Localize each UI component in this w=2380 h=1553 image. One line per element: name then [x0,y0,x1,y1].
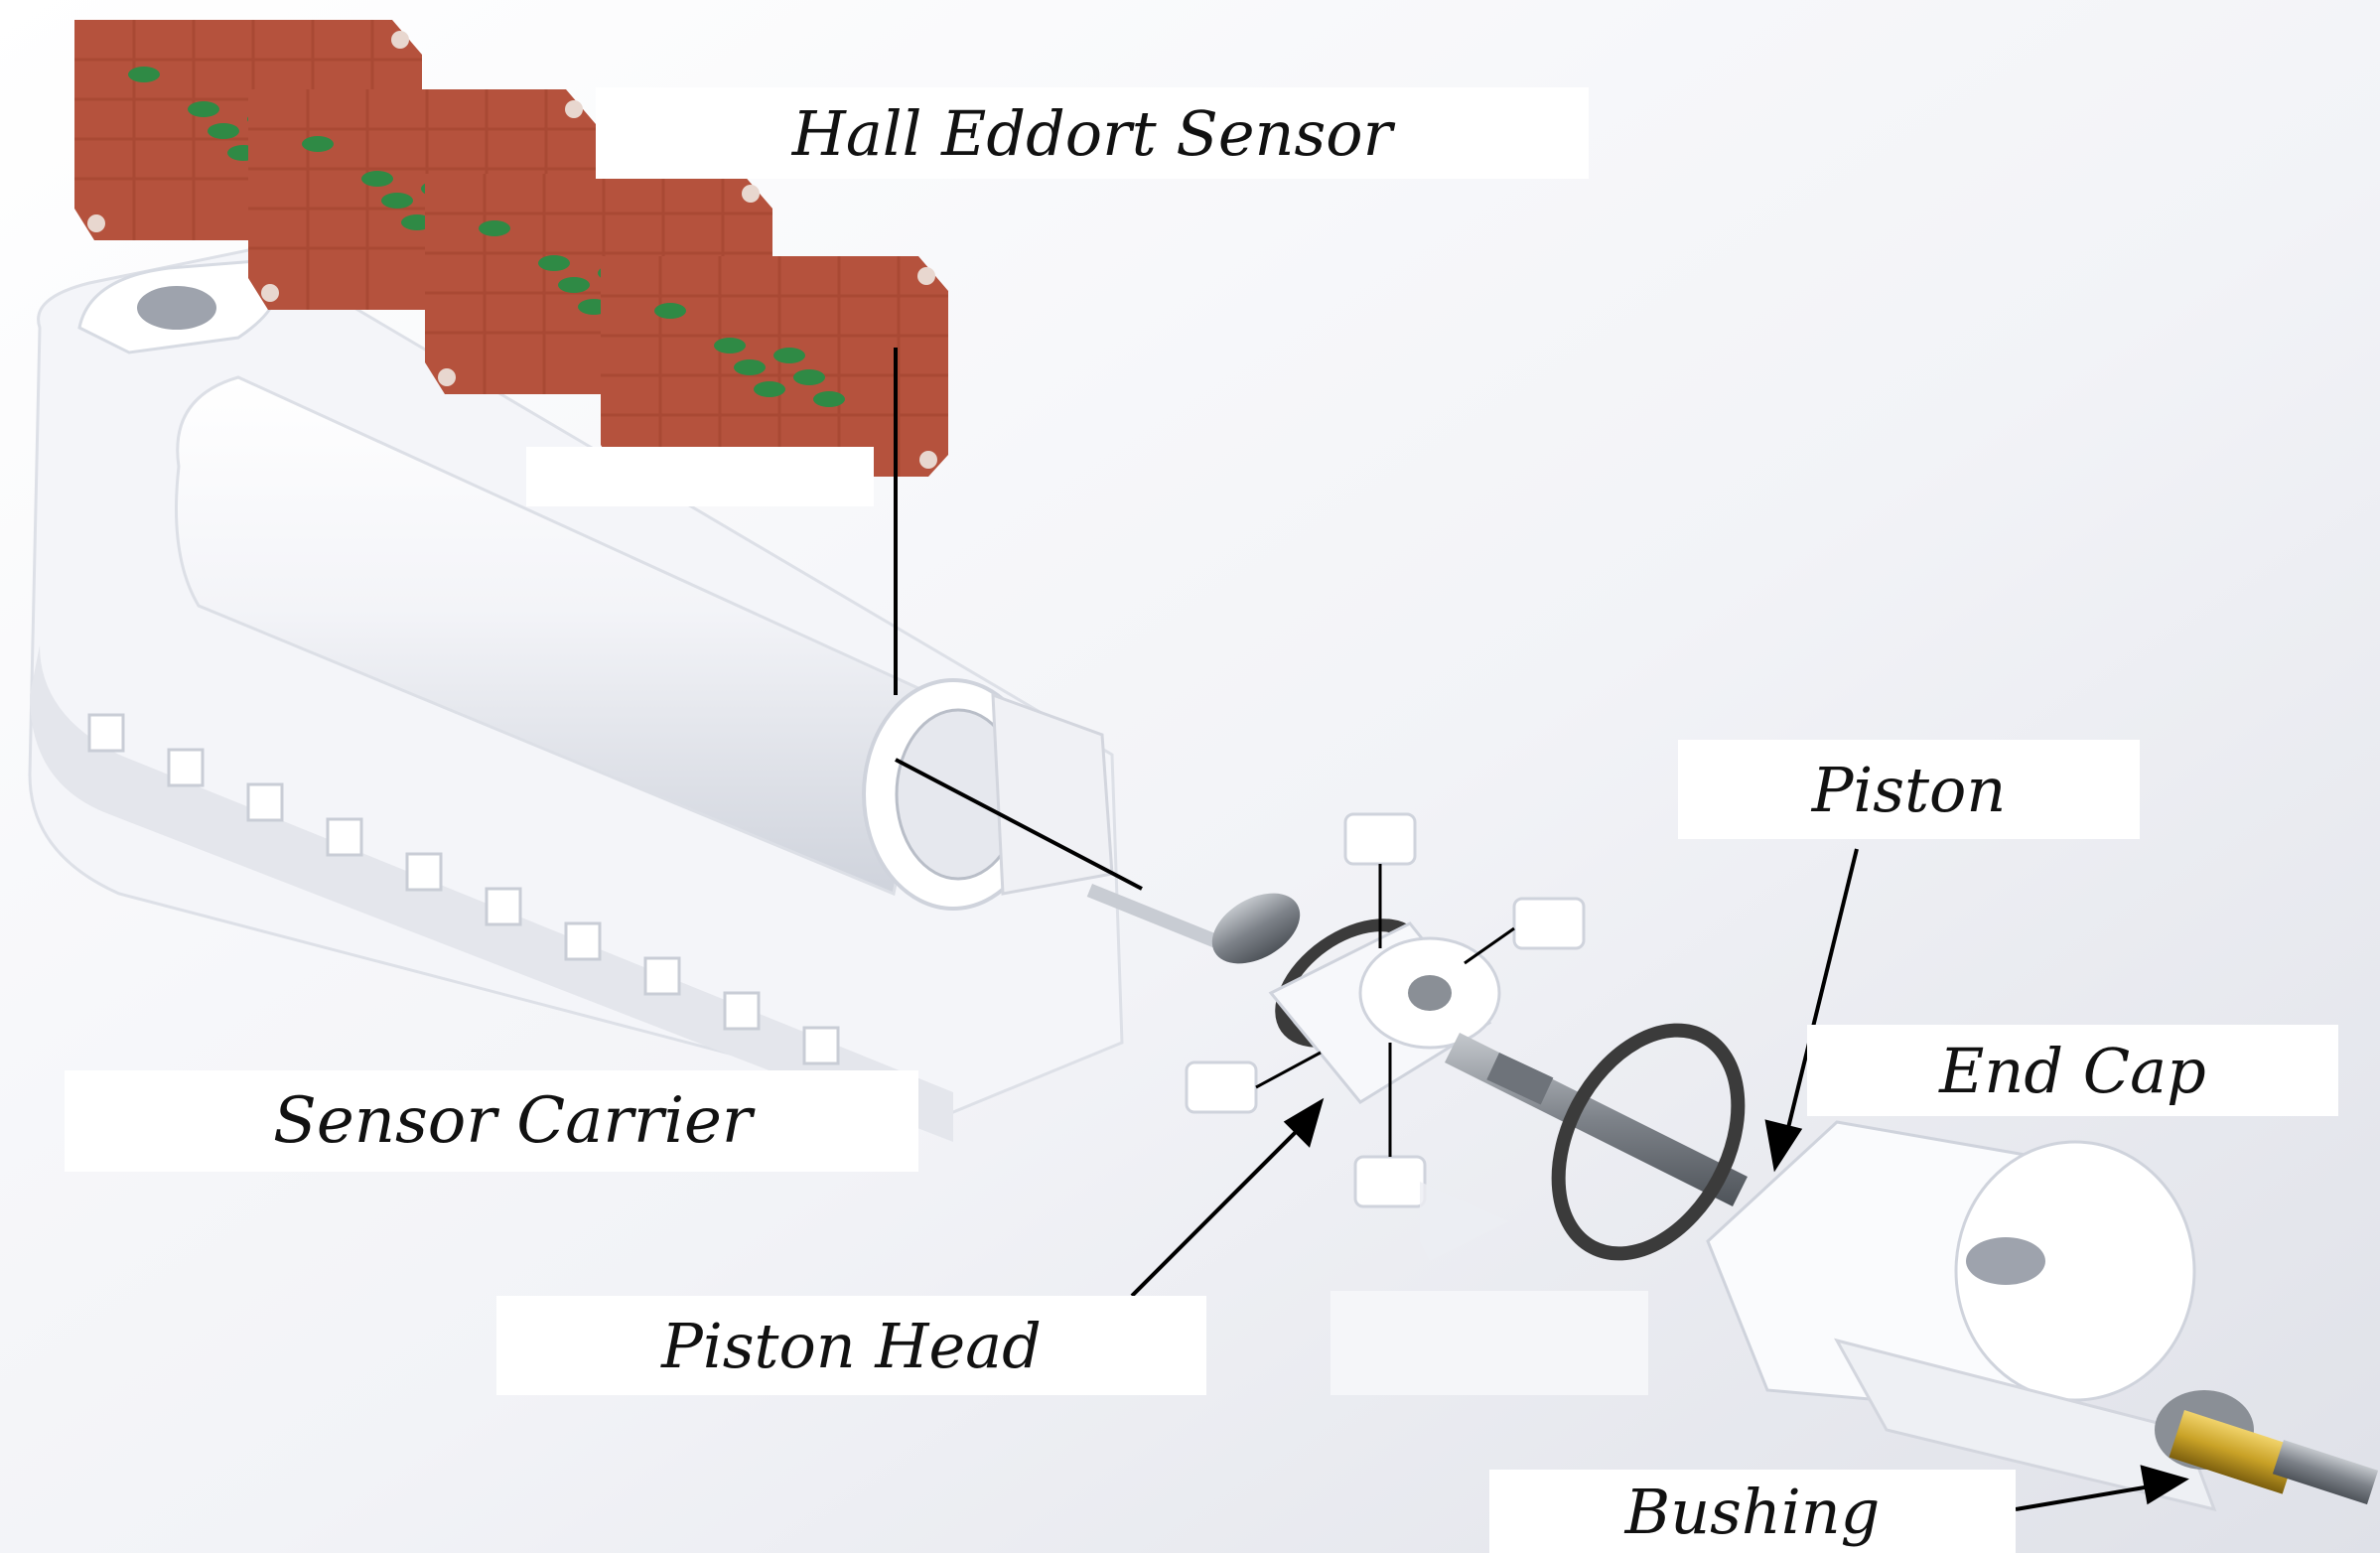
piston-rod-assembly [1086,812,1748,1261]
label-sensor-carrier: Sensor Carrier [65,1070,918,1172]
blank-box [1330,1291,1648,1395]
label-piston-head: Piston Head [496,1296,1206,1395]
leader-lines [894,348,2189,1511]
label-bushing: Bushing [1489,1470,2016,1553]
sensor-carrier-part [28,245,1124,1142]
label-piston: Piston [1678,740,2140,839]
blank-box [526,447,874,506]
end-cap-part [1706,1120,2379,1512]
label-hall-eddort-sensor: Hall Eddort Sensor [596,87,1589,179]
label-end-cap: End Cap [1807,1025,2338,1116]
